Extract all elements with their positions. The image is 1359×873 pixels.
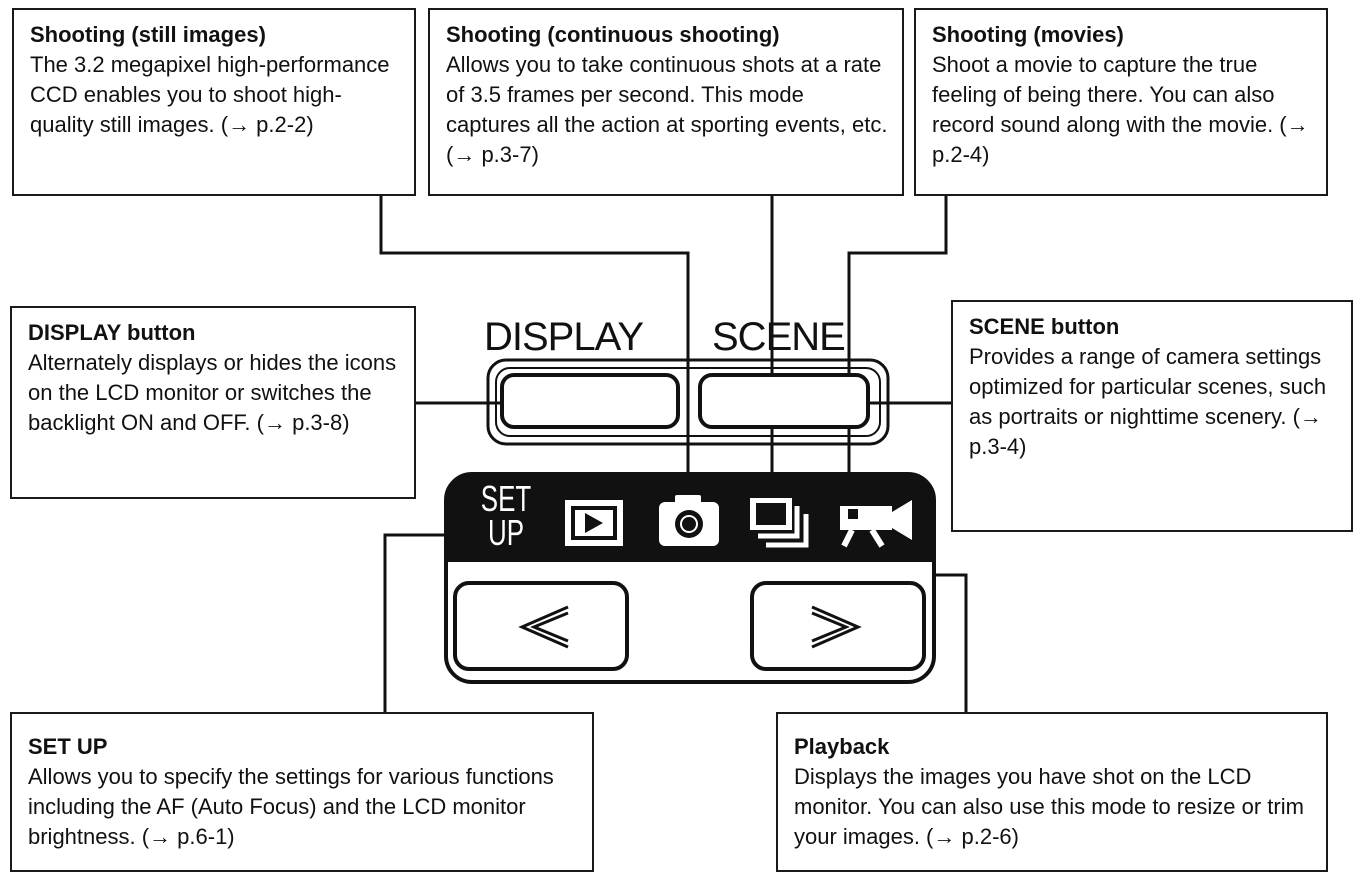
callout-still-images: Shooting (still images) The 3.2 megapixe… — [12, 8, 416, 196]
callout-body: The 3.2 megapixel high-performance CCD e… — [30, 52, 390, 137]
callout-title: Playback — [794, 734, 890, 759]
movie-icon[interactable] — [840, 500, 912, 548]
callout-title: Shooting (still images) — [30, 22, 266, 47]
setup-icon-top: SET — [480, 478, 532, 519]
callout-title: SET UP — [28, 734, 108, 759]
callout-continuous: Shooting (continuous shooting) Allows yo… — [428, 8, 904, 196]
callout-body: Shoot a movie to capture the true feelin… — [932, 52, 1309, 167]
callout-body: Alternately displays or hides the icons … — [28, 350, 397, 435]
connector-movies — [847, 195, 948, 490]
callout-title: DISPLAY button — [28, 320, 196, 345]
callout-body: Displays the images you have shot on the… — [794, 764, 1304, 849]
continuous-icon[interactable] — [750, 498, 809, 548]
callout-body: Provides a range of camera settings opti… — [969, 344, 1327, 459]
right-arrow-button[interactable] — [750, 581, 926, 671]
left-arrow-button[interactable] — [453, 581, 629, 671]
display-button[interactable] — [500, 373, 680, 429]
scene-label: SCENE — [712, 315, 846, 359]
callout-title: Shooting (continuous shooting) — [446, 22, 780, 47]
connector-still — [379, 195, 690, 490]
callout-playback: Playback Displays the images you have sh… — [776, 712, 1328, 872]
callout-title: SCENE button — [969, 314, 1120, 339]
callout-movies: Shooting (movies) Shoot a movie to captu… — [914, 8, 1328, 196]
display-label: DISPLAY — [484, 315, 644, 359]
callout-body: Allows you to specify the settings for v… — [28, 764, 554, 849]
playback-icon[interactable] — [565, 500, 623, 546]
callout-title: Shooting (movies) — [932, 22, 1124, 47]
left-arrow-icon — [518, 605, 569, 649]
scene-button[interactable] — [698, 373, 870, 429]
button-bracket — [486, 358, 890, 446]
right-arrow-icon — [811, 605, 862, 649]
callout-scene-button: SCENE button Provides a range of camera … — [951, 300, 1353, 532]
camera-icon[interactable] — [659, 495, 719, 546]
setup-icon[interactable]: SET UP — [480, 478, 532, 553]
callout-body: Allows you to take continuous shots at a… — [446, 52, 888, 167]
setup-icon-bottom: UP — [487, 512, 524, 553]
callout-display-button: DISPLAY button Alternately displays or h… — [10, 306, 416, 499]
callout-setup: SET UP Allows you to specify the setting… — [10, 712, 594, 872]
